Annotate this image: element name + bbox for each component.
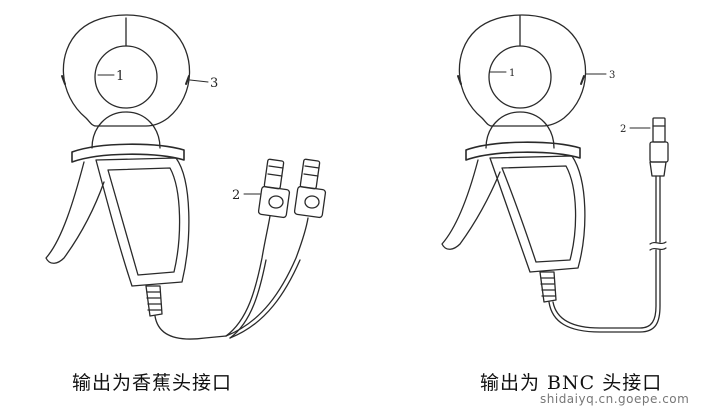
right-caption: 输出为 BNC 头接口: [480, 372, 663, 394]
right-callout-3: 3: [609, 70, 615, 81]
left-clamp-band: [71, 143, 185, 163]
left-strain-relief: [145, 285, 163, 317]
right-handle-body: [489, 155, 586, 273]
left-lever: [45, 161, 105, 264]
left-callout-1: 1: [116, 69, 124, 84]
left-caption: 输出为香蕉头接口: [72, 372, 233, 394]
left-jaw-opening: [94, 45, 158, 109]
left-handle-body: [95, 157, 190, 287]
right-lever: [441, 159, 501, 250]
left-current-clamp: [45, 14, 327, 340]
watermark: shidaiyq.cn.goepe.com: [540, 392, 690, 406]
right-cable: [548, 249, 661, 333]
right-clamp-band: [465, 141, 581, 161]
left-callout-2: 2: [232, 188, 240, 203]
right-jaw-opening: [488, 45, 552, 109]
bnc-connector: [649, 117, 669, 177]
banana-plug-2: [293, 158, 327, 219]
right-callout-2: 2: [620, 124, 626, 135]
left-jaw: [62, 14, 191, 127]
right-current-clamp: [441, 14, 669, 333]
right-callout-1: 1: [509, 68, 515, 79]
right-jaw: [458, 14, 587, 127]
left-lead-1: [225, 215, 271, 337]
left-leader-3: [189, 79, 209, 83]
left-cable: [154, 315, 227, 340]
left-callout-3: 3: [210, 76, 218, 91]
left-lead-2: [225, 217, 309, 337]
right-strain-relief: [539, 271, 557, 303]
banana-plug-1: [257, 158, 291, 219]
